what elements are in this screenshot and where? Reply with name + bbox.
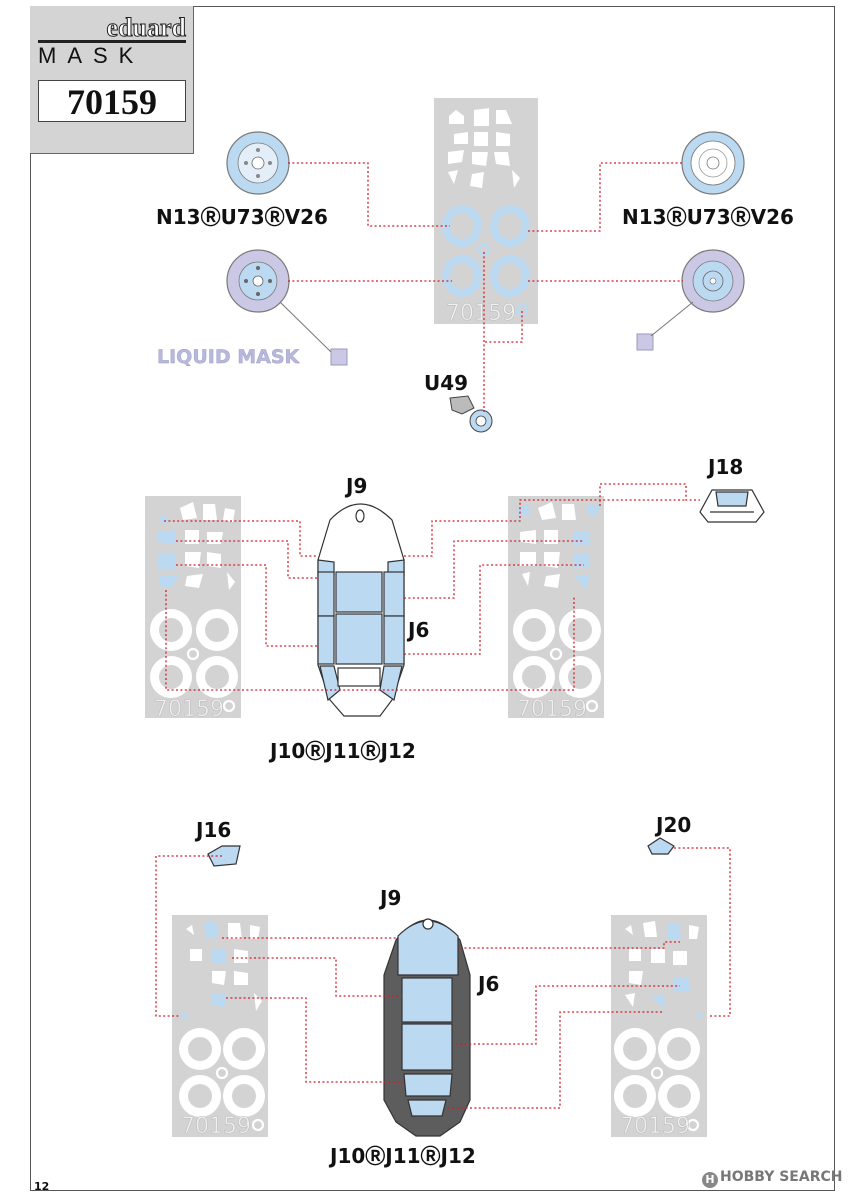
canopy-top-view-3 [383,918,471,1137]
wheel-liquid-right [681,249,745,313]
label-j6-section3: J6 [478,972,500,996]
label-canopy-parts-section2: J10ⓇJ11ⓇJ12 [270,739,416,763]
brand-logo: eduard [106,13,186,42]
label-canopy-parts-section3: J10ⓇJ11ⓇJ12 [330,1144,476,1168]
page-frame [30,6,835,1191]
liquid-swatch-right [636,333,654,351]
label-wheel-left-parts: N13ⓇU73ⓇV26 [156,205,328,229]
mask-sheet-1 [434,98,538,324]
label-j18: J18 [708,455,744,479]
wheel-liquid-left [226,249,290,313]
tail-wheel-u49 [449,395,493,433]
label-j16: J16 [196,818,232,842]
label-wheel-right-parts: N13ⓇU73ⓇV26 [622,205,794,229]
label-u49: U49 [424,371,469,395]
label-j9-section3: J9 [380,886,402,910]
part-j18 [699,489,765,523]
wheel-top-right [681,131,745,195]
logo-divider [38,40,186,43]
watermark-text: HOBBY SEARCH [720,1169,843,1185]
sheet-code-2-right: 70159 [517,697,587,722]
mask-sheet-3-right [611,915,707,1137]
sheet-code-1: 70159 [446,301,516,326]
sheet-code-3-right: 70159 [620,1114,690,1139]
mask-sheet-2-right [508,496,604,718]
liquid-mask-label: LIQUID MASK [157,346,300,368]
page-number: 12 [34,1180,50,1193]
sheet-code-3-left: 70159 [181,1114,251,1139]
product-type: MASK [38,43,145,68]
part-j16 [207,845,241,867]
mask-sheet-2-left [145,496,241,718]
product-code: 70159 [38,80,186,122]
label-j9-section2: J9 [346,474,368,498]
mask-sheet-3-left [172,915,268,1137]
sheet-code-2-left: 70159 [154,697,224,722]
wheel-top-left [226,131,290,195]
watermark-logo-icon: H [702,1172,718,1188]
label-j20: J20 [656,813,692,837]
label-j6-section2: J6 [408,618,430,642]
part-j20 [647,837,675,855]
canopy-top-view-2 [317,503,405,717]
liquid-swatch-left [330,348,348,366]
